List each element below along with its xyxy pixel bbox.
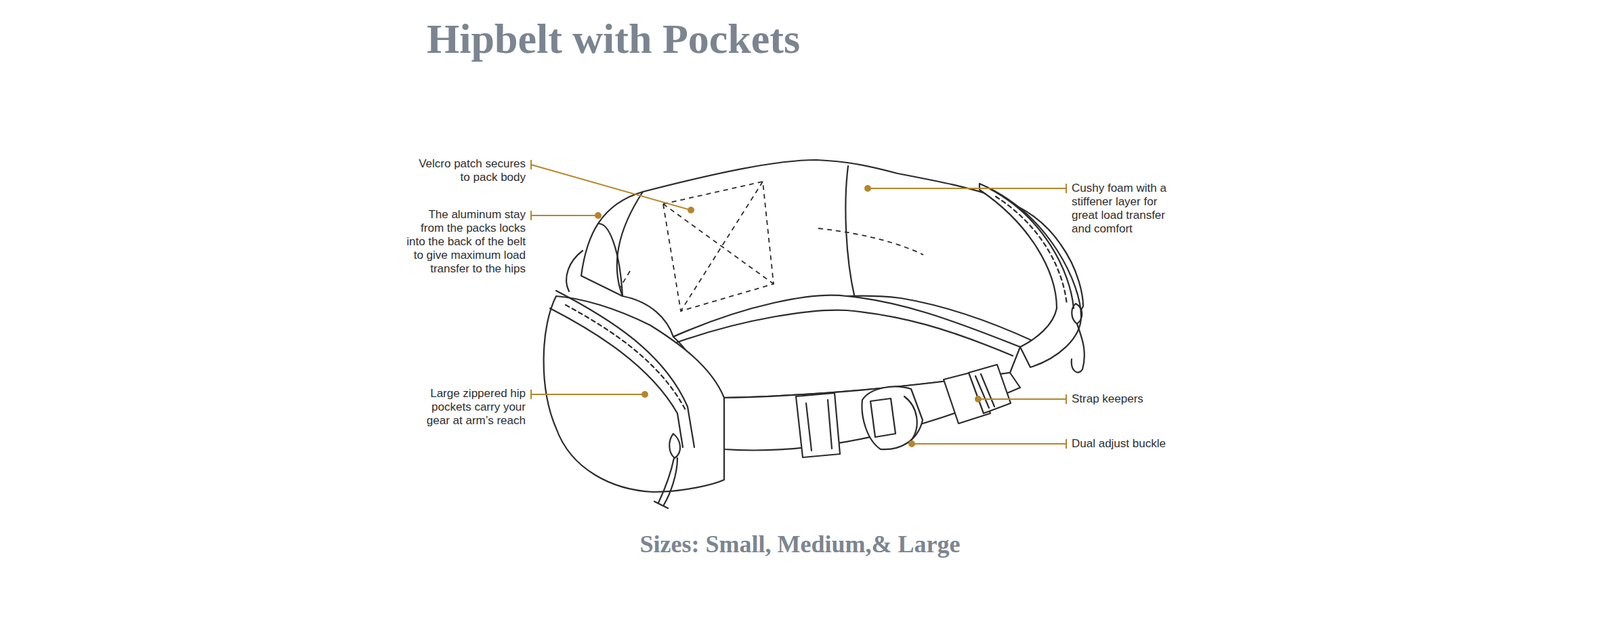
callout-label: Cushy foam with a stiffener layer for gr… [1071, 181, 1178, 236]
callout-label: Strap keepers [1071, 392, 1178, 406]
callout-label: The aluminum stay from the packs locks i… [406, 207, 526, 276]
diagram-title: Hipbelt with Pockets [426, 14, 800, 63]
sizes-caption: Sizes: Small, Medium,& Large [0, 529, 1600, 559]
callout-label: Dual adjust buckle [1071, 436, 1178, 451]
callout-label: Large zippered hip pockets carry your ge… [406, 386, 526, 428]
callout-label: Velcro patch secures to pack body [406, 157, 526, 185]
